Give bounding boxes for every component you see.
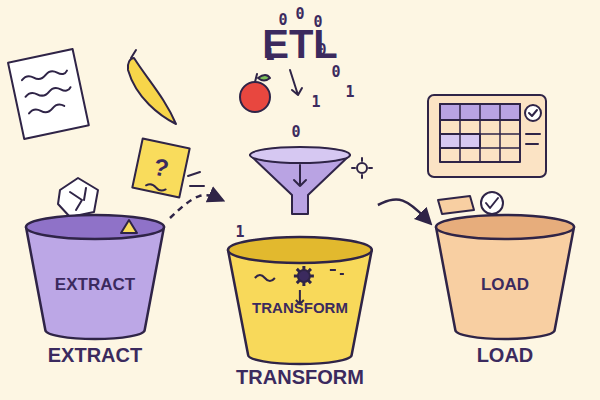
label-slot: 0 [313, 13, 322, 31]
binary-digit: 0 [278, 11, 287, 29]
label-slot: 0 [295, 5, 304, 23]
binary-digit: 0 [331, 63, 340, 81]
text-slot: EXTRACT [20, 275, 170, 295]
flow-arrow [378, 200, 430, 223]
bucket-label: LOAD [481, 275, 529, 294]
label-slot: 1 [311, 93, 320, 111]
crumpled-paper [58, 178, 98, 217]
binary-digit: 1 [345, 83, 354, 101]
binary-digit: 0 [313, 13, 322, 31]
flow-arrow [170, 195, 222, 218]
label-slot: 1 [345, 83, 354, 101]
apple-icon [240, 74, 270, 112]
bucket-label: EXTRACT [55, 275, 135, 294]
label-slot: 1 [235, 223, 244, 241]
sticky-note [132, 139, 189, 198]
binary-digit: 0 [291, 123, 300, 141]
label-slot: 0 [317, 41, 326, 59]
funnel [250, 147, 350, 214]
binary-digit: 0 [295, 5, 304, 23]
bucket-node: LOAD LOAD [430, 215, 580, 375]
bucket-outline [222, 150, 378, 395]
stage-caption: TRANSFORM [236, 366, 364, 388]
label-slot: 0 [278, 11, 287, 29]
bucket-node: TRANSFORM TRANSFORM [222, 150, 378, 395]
binary-digit: 1 [235, 223, 244, 241]
stage-caption: LOAD [477, 344, 534, 366]
label-slot: 1 [265, 46, 274, 64]
stage-caption: EXTRACT [48, 344, 142, 366]
label-slot: 0 [331, 63, 340, 81]
small-card [438, 196, 474, 214]
label-slot: 0 [291, 123, 300, 141]
text-slot: EXTRACT [20, 344, 170, 367]
text-slot: LOAD [430, 275, 580, 295]
bucket-node: EXTRACT EXTRACT [20, 215, 170, 375]
binary-digit: 1 [265, 46, 274, 64]
check-icon [481, 192, 503, 214]
text-slot: TRANSFORM [222, 299, 378, 317]
text-slot: LOAD [430, 344, 580, 367]
bucket-label: TRANSFORM [252, 299, 348, 316]
paper-icon [8, 49, 89, 139]
text-slot: TRANSFORM [222, 366, 378, 389]
banana-icon [128, 58, 176, 124]
binary-digit: 1 [311, 93, 320, 111]
binary-digit: 0 [317, 41, 326, 59]
spreadsheet-icon [428, 95, 546, 177]
